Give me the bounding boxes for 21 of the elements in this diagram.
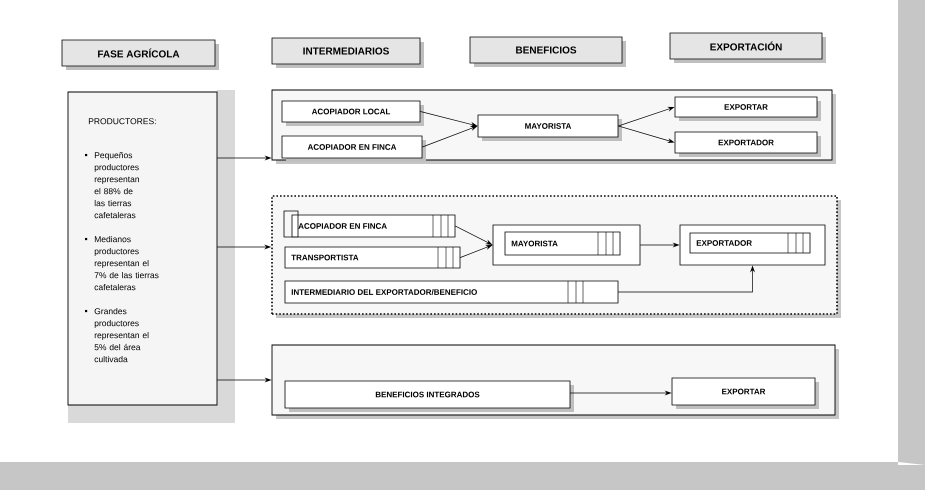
process-box: BENEFICIOS INTEGRADOS: [284, 380, 574, 412]
process-box: EXPORTAR: [674, 96, 821, 121]
list-heading: PRODUCTORES:: [88, 118, 156, 124]
process-box: EXPORTADOR: [690, 232, 810, 254]
bullet-item: Pequeños productores representan el 88% de las tierras cafetaleras: [85, 152, 139, 218]
bullet-item: Medianos productores representan el 7% de las tierras cafetaleras: [85, 236, 159, 290]
process-box: ACOPIADOR EN FINCA: [282, 136, 426, 162]
process-box: EXPORTAR: [672, 378, 819, 409]
column-header: INTERMEDIARIOS: [272, 38, 424, 68]
column-header: BENEFICIOS: [470, 36, 626, 67]
column-header: FASE AGRÍCOLA: [62, 40, 219, 70]
column-header: EXPORTACIÓN: [670, 32, 826, 63]
bullet-item: Grandes productores representan el 5% del área cultivada: [85, 308, 148, 362]
process-box: MAYORISTA: [478, 114, 622, 141]
producer-box: [68, 90, 235, 423]
process-box: INTERMEDIARIO DEL EXPORTADOR/BENEFICIO: [284, 280, 618, 304]
process-box: EXPORTADOR: [674, 132, 821, 157]
process-box: ACOPIADOR EN FINCA: [284, 210, 456, 238]
process-box: ACOPIADOR LOCAL: [282, 100, 424, 126]
process-box: MAYORISTA: [504, 232, 620, 256]
process-box: TRANSPORTISTA: [284, 246, 460, 268]
